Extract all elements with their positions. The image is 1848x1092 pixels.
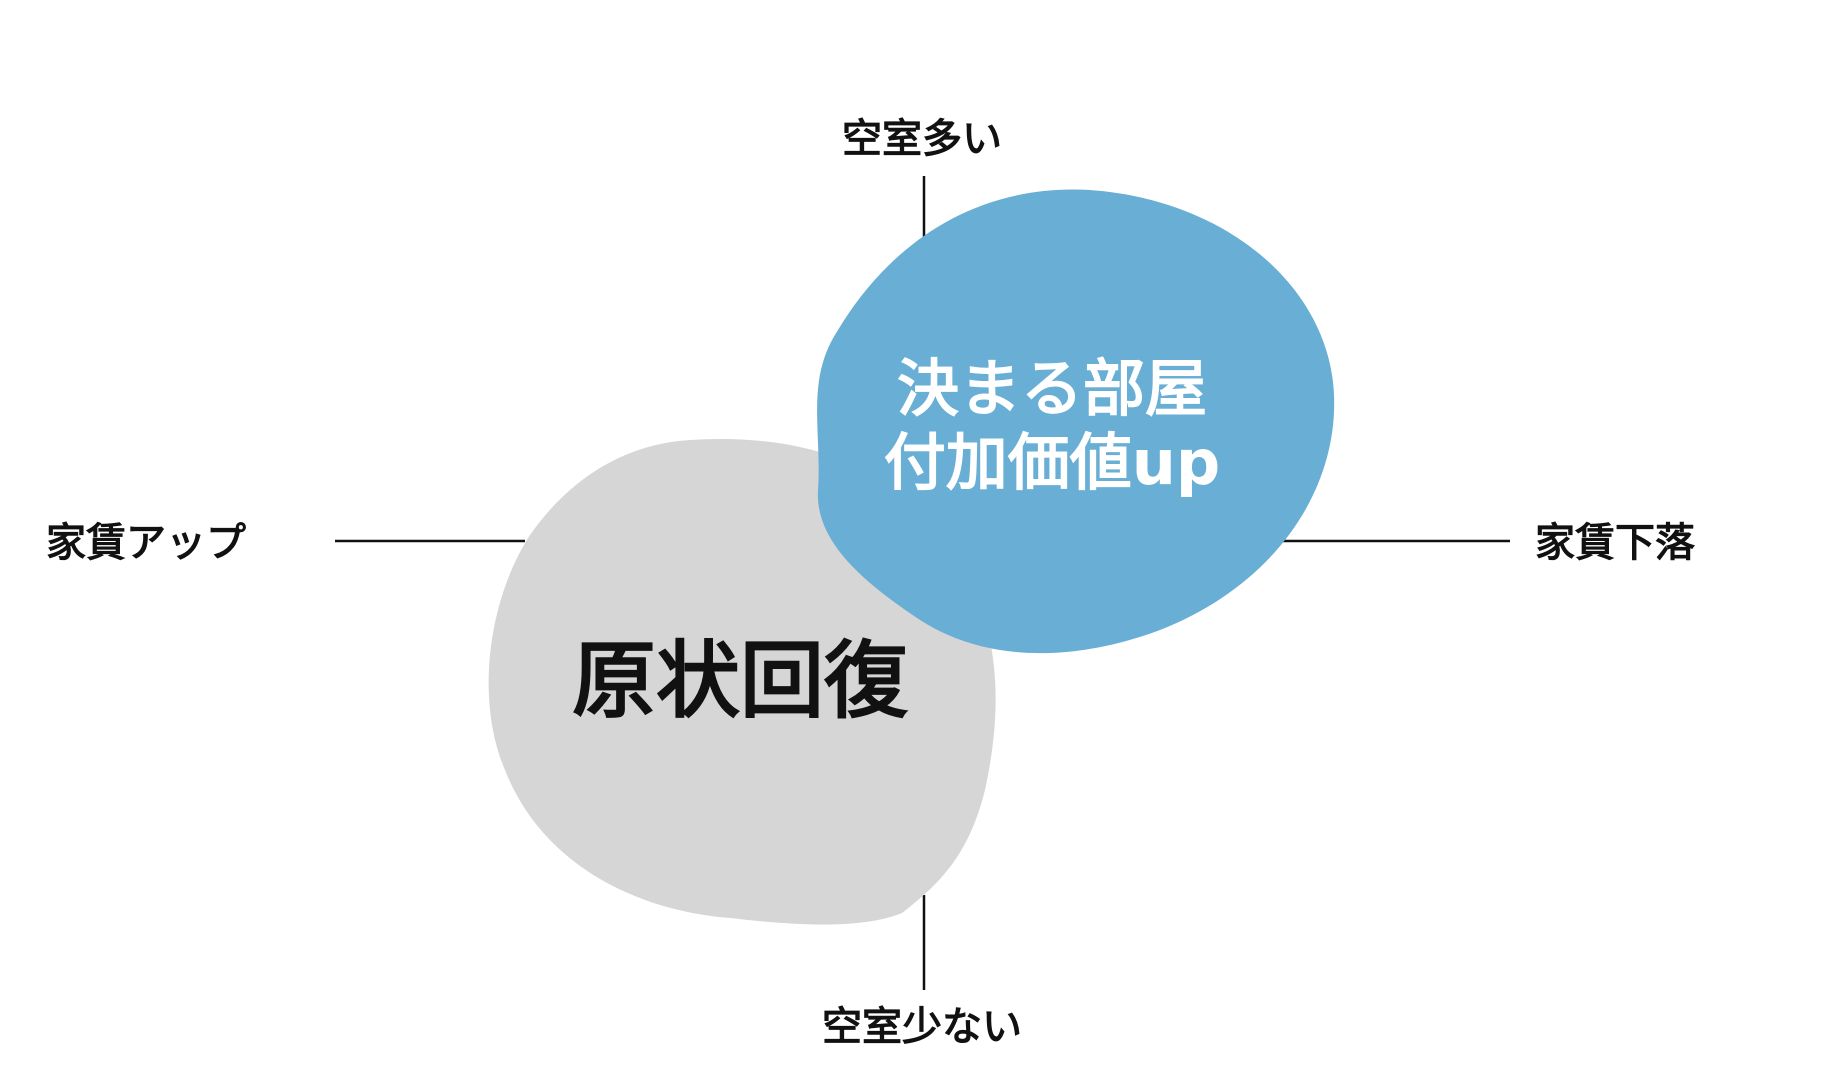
- blue-blob: [817, 189, 1335, 654]
- axis-label-left: 家賃アップ: [46, 520, 246, 566]
- axis-label-bottom: 空室少ない: [822, 1004, 1022, 1050]
- blue-blob-label-line2: 付加価値up: [884, 426, 1221, 499]
- blue-blob-label-line1: 決まる部屋: [897, 352, 1207, 425]
- gray-blob-label: 原状回復: [572, 632, 909, 730]
- axis-label-top: 空室多い: [842, 116, 1002, 162]
- axis-label-right: 家賃下落: [1535, 520, 1696, 566]
